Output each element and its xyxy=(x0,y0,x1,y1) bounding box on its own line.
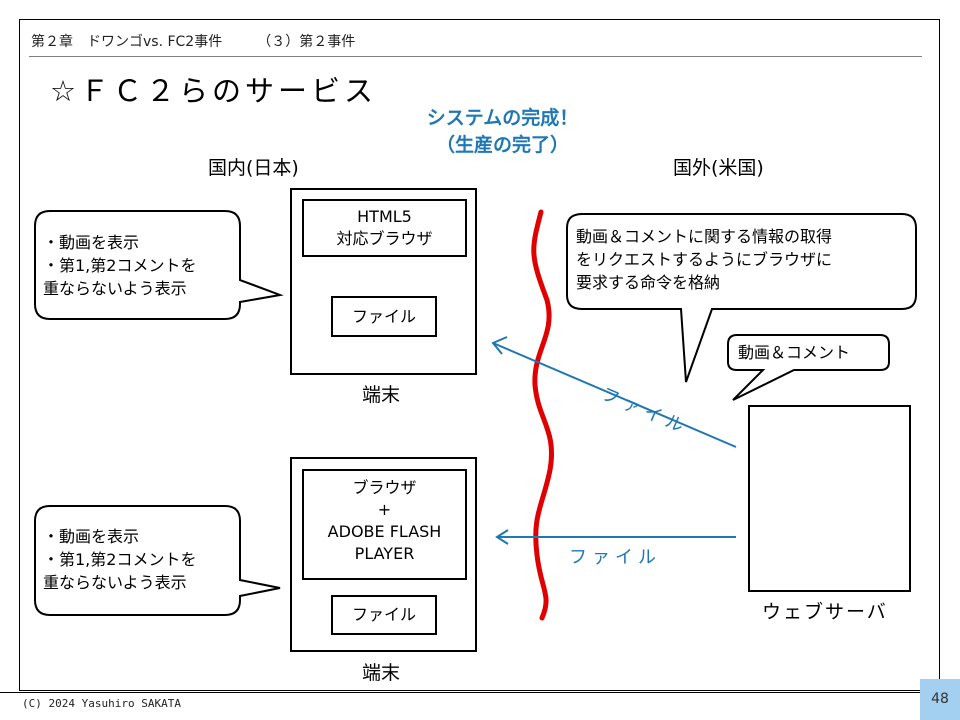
speech-bubble-video-comment xyxy=(727,334,890,401)
file-arrow-top-head xyxy=(491,336,508,355)
web-server-caption: ウェブサーバ xyxy=(762,601,888,623)
browser-bottom-line-3: ADOBE FLASH xyxy=(327,522,442,541)
file-arrow-bottom-label: ファイル xyxy=(569,547,661,568)
page-number: 48 xyxy=(920,679,960,720)
headline-line-2: （生産の完了） xyxy=(435,134,569,156)
web-server-box xyxy=(748,405,911,592)
speech-bubble-left-bottom xyxy=(34,505,281,616)
headline-line-1: システムの完成！ xyxy=(426,107,579,129)
copyright: (C) 2024 Yasuhiro SAKATA xyxy=(22,697,181,710)
terminal-top-caption: 端末 xyxy=(362,384,401,406)
terminal-bottom-caption: 端末 xyxy=(362,662,401,684)
speech-bubble-instruction xyxy=(566,213,917,383)
overseas-label: 国外(米国) xyxy=(673,157,764,179)
bubble-left-top-text: ・動画を表示 ・第1,第2コメントを 重ならないよう表示 xyxy=(43,233,197,298)
browser-box-bottom: ブラウザ + ADOBE FLASH PLAYER xyxy=(302,469,467,580)
slide-title: ☆ＦＣ２らのサービス xyxy=(50,74,377,108)
domestic-label: 国内(日本) xyxy=(208,157,299,179)
border-wavy-line xyxy=(531,209,554,621)
file-box-bottom: ファイル xyxy=(331,595,437,635)
browser-top-line-2: 対応ブラウザ xyxy=(336,229,433,248)
header-divider xyxy=(29,56,922,57)
headline: システムの完成！ （生産の完了） xyxy=(395,105,610,159)
browser-box-top: HTML5 対応ブラウザ xyxy=(302,199,467,257)
breadcrumb: 第２章 ドワンゴvs. FC2事件 （３）第２事件 xyxy=(31,34,356,50)
bubble-left-bottom-text: ・動画を表示 ・第1,第2コメントを 重ならないよう表示 xyxy=(43,527,197,592)
browser-bottom-line-2: + xyxy=(377,500,392,519)
browser-bottom-line-4: PLAYER xyxy=(354,544,415,563)
speech-bubble-left-top xyxy=(34,210,284,320)
file-arrow-top xyxy=(492,342,737,448)
file-arrow-bottom-head xyxy=(495,529,509,545)
footer-divider xyxy=(0,692,920,693)
browser-top-line-1: HTML5 xyxy=(357,207,412,226)
file-box-top: ファイル xyxy=(331,296,437,337)
slide-frame xyxy=(19,19,940,691)
bubble-video-comment-text: 動画＆コメント xyxy=(738,343,851,362)
browser-bottom-line-1: ブラウザ xyxy=(352,478,417,497)
bubble-instruction-text: 動画＆コメントに関する情報の取得 をリクエストするようにブラウザに 要求する命令… xyxy=(576,227,833,292)
